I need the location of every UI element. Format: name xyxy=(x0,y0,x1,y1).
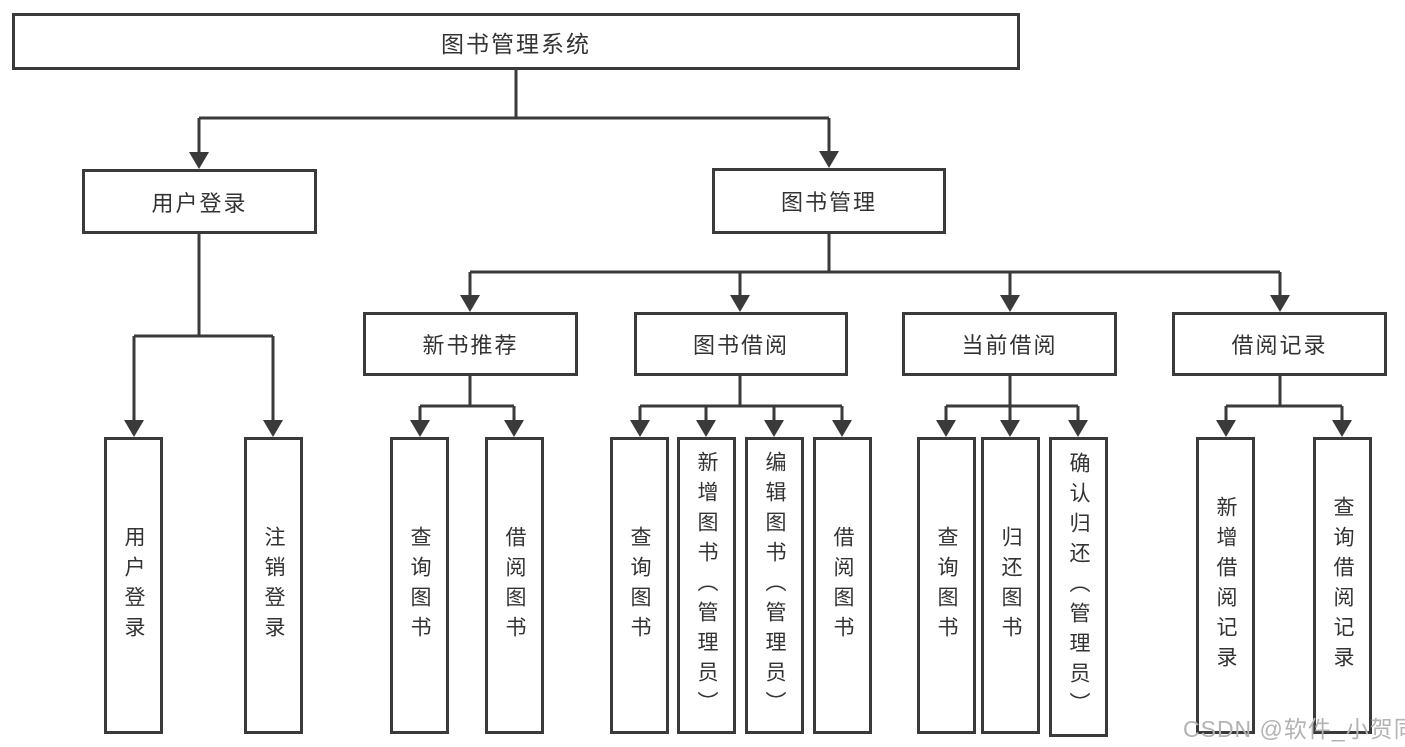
arrowhead xyxy=(696,420,716,437)
node-borrowing-records: 借阅记录 xyxy=(1172,312,1387,376)
leaf-recommend-query-books: 查询图书 xyxy=(390,437,449,734)
arrowhead xyxy=(1000,420,1020,437)
leaf-add-books-admin: 新增图书（管理员） xyxy=(677,437,736,734)
arrowhead xyxy=(124,420,144,437)
arrowhead xyxy=(460,295,480,312)
arrowhead xyxy=(1068,420,1088,437)
arrowhead xyxy=(730,295,750,312)
leaf-logout: 注销登录 xyxy=(244,437,303,734)
leaf-borrowing-query-books: 查询图书 xyxy=(610,437,669,734)
arrowhead xyxy=(1000,295,1020,312)
arrowhead xyxy=(936,420,956,437)
arrowhead xyxy=(1332,420,1352,437)
node-book-management: 图书管理 xyxy=(712,168,946,234)
leaf-recommend-borrow-books: 借阅图书 xyxy=(485,437,544,734)
arrowhead xyxy=(819,151,839,168)
arrowhead xyxy=(1216,420,1236,437)
arrowhead xyxy=(263,420,283,437)
leaf-edit-books-admin: 编辑图书（管理员） xyxy=(745,437,804,734)
arrowhead xyxy=(832,420,852,437)
node-library-management-system: 图书管理系统 xyxy=(12,13,1020,70)
arrowhead xyxy=(189,152,209,169)
csdn-watermark: CSDN @软件_小贺同学 xyxy=(1183,716,1405,742)
leaf-add-borrow-record: 新增借阅记录 xyxy=(1196,437,1255,734)
arrowhead xyxy=(504,420,524,437)
leaf-query-borrow-record: 查询借阅记录 xyxy=(1313,437,1372,734)
arrowhead xyxy=(764,420,784,437)
node-current-borrowing: 当前借阅 xyxy=(902,312,1117,376)
arrowhead xyxy=(1270,295,1290,312)
node-user-login: 用户登录 xyxy=(82,169,317,234)
node-new-book-recommend: 新书推荐 xyxy=(363,312,578,376)
leaf-current-query-books: 查询图书 xyxy=(917,437,976,734)
leaf-borrowing-borrow-books: 借阅图书 xyxy=(813,437,872,734)
leaf-confirm-return-admin: 确认归还（管理员） xyxy=(1049,437,1108,737)
leaf-user-login: 用户登录 xyxy=(104,437,163,734)
arrowhead xyxy=(630,420,650,437)
leaf-return-books: 归还图书 xyxy=(981,437,1040,734)
node-book-borrowing: 图书借阅 xyxy=(634,312,848,376)
arrowhead xyxy=(410,420,430,437)
